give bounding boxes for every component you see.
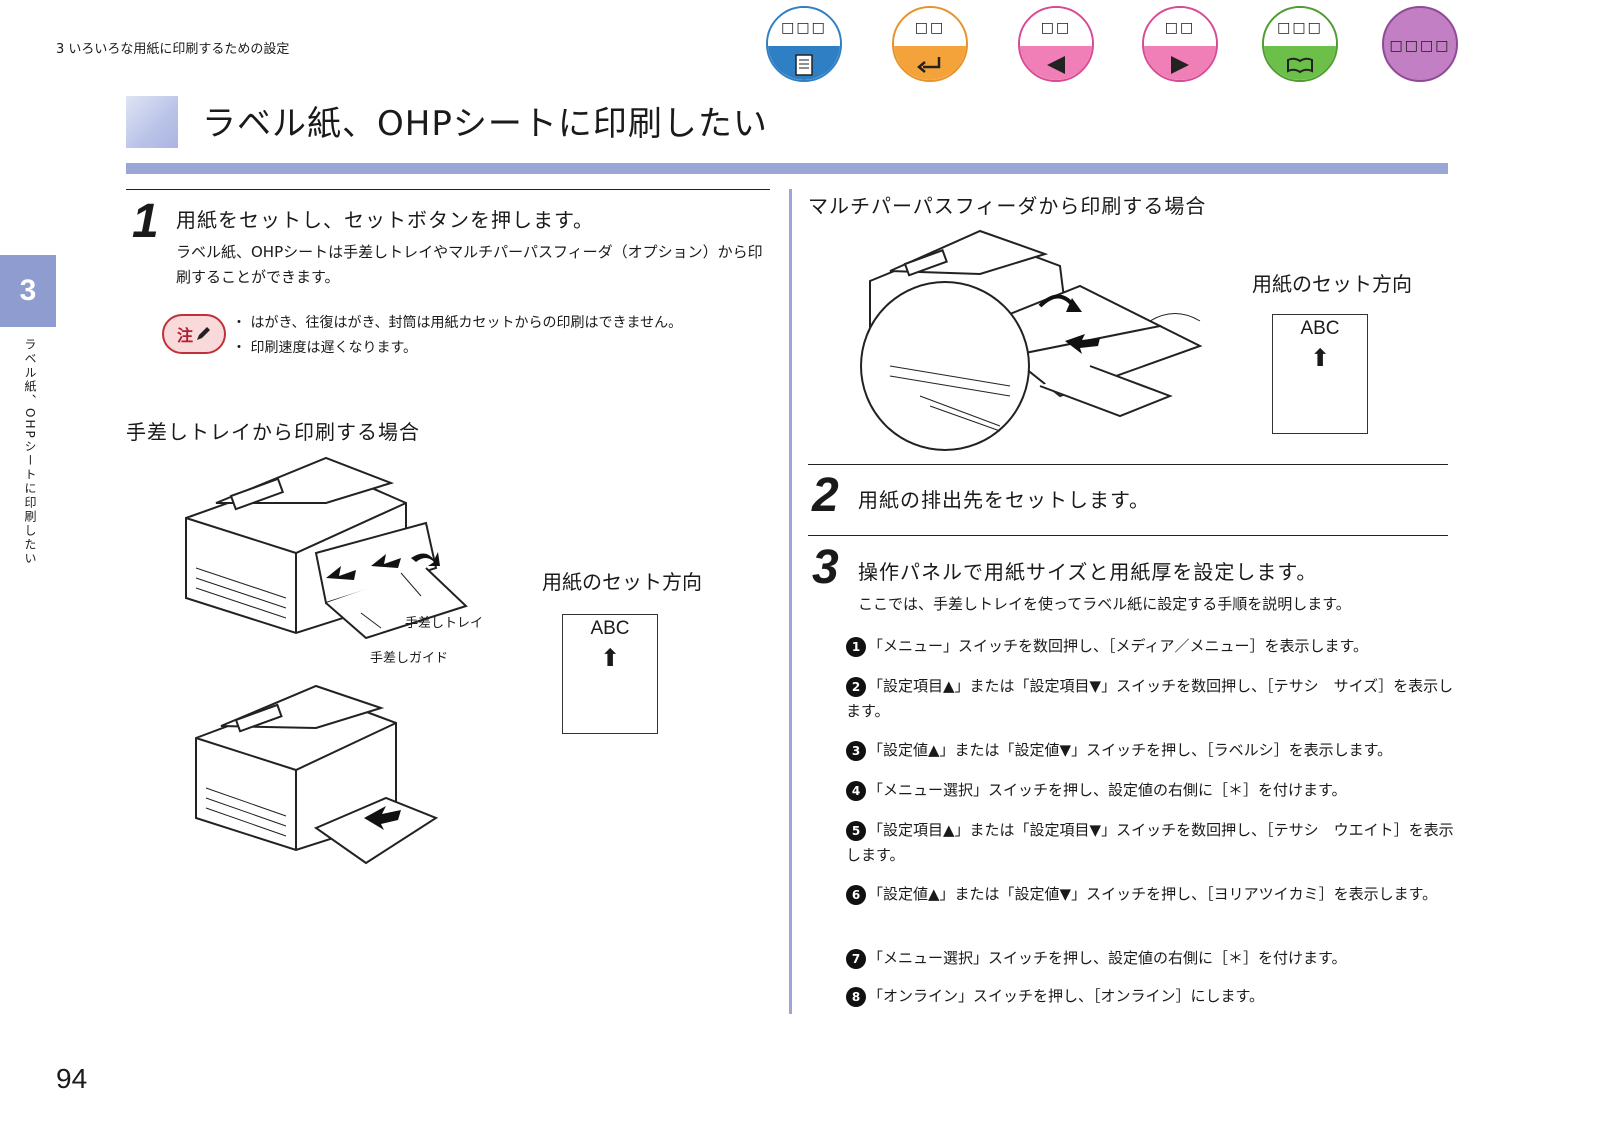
book-icon	[1264, 46, 1336, 80]
step-rule	[808, 535, 1448, 536]
sub-step-number: 1	[846, 637, 866, 657]
paper-orientation-diagram: ABC ⬆	[562, 614, 658, 734]
nav-button-extra[interactable]: □□□□	[1382, 6, 1458, 82]
nav-button-next[interactable]: □□	[1142, 6, 1218, 82]
step-body: ここでは、手差しトレイを使ってラベル紙に設定する手順を説明します。	[858, 595, 1351, 613]
paper-direction-label: 用紙のセット方向	[1252, 272, 1412, 296]
sub-step-number: 4	[846, 781, 866, 801]
page-number: 94	[56, 1063, 88, 1094]
nav-label: □□	[894, 8, 966, 46]
caution-item: ・ 印刷速度は遅くなります。	[232, 340, 418, 356]
nav-label: □□□	[1264, 8, 1336, 46]
nav-label: □□	[1020, 8, 1092, 46]
sub-step-text: 「メニュー選択」スイッチを押し、設定値の右側に［＊］を付けます。	[868, 949, 1347, 967]
side-chapter-title: ラベル紙、OHPシートに印刷したい	[23, 338, 37, 566]
sub-step-text: 「設定項目▲」または「設定項目▼」スイッチを数回押し、［テサシ ウエイト］を表示…	[846, 821, 1454, 864]
triangle-right-icon	[1144, 46, 1216, 80]
step-rule	[126, 189, 770, 190]
triangle-left-icon	[1020, 46, 1092, 80]
column-divider	[789, 189, 792, 1014]
return-arrow-icon	[894, 46, 966, 80]
sub-step-number: 8	[846, 987, 866, 1007]
chapter-tab[interactable]: 3	[0, 255, 56, 327]
page-title: ラベル紙、OHPシートに印刷したい	[202, 104, 768, 144]
step-number: 2	[812, 469, 839, 522]
pencil-icon	[197, 327, 210, 340]
sub-step: 6「設定値▲」または「設定値▼」スイッチを押し、［ヨリアツイカミ］を表示します。	[846, 882, 1456, 907]
step-rule	[808, 464, 1448, 465]
paper-orientation-diagram: ABC ⬆	[1272, 314, 1368, 434]
section-heading-manual-tray: 手差しトレイから印刷する場合	[126, 420, 420, 444]
paper-direction-label: 用紙のセット方向	[542, 570, 702, 594]
nav-label: □□□□	[1389, 38, 1451, 54]
sub-step-text: 「設定値▲」または「設定値▼」スイッチを押し、［ヨリアツイカミ］を表示します。	[868, 885, 1438, 903]
breadcrumb: 3 いろいろな用紙に印刷するための設定	[56, 42, 290, 57]
paper-text: ABC	[590, 618, 630, 639]
sub-step: 4「メニュー選択」スイッチを押し、設定値の右側に［＊］を付けます。	[846, 778, 1456, 803]
label-manual-tray: 手差しトレイ	[405, 616, 484, 631]
paper-text: ABC	[1300, 318, 1340, 339]
section-heading-multi-feeder: マルチパーパスフィーダから印刷する場合	[808, 194, 1207, 218]
label-manual-guide: 手差しガイド	[370, 651, 449, 666]
step-number: 3	[812, 541, 839, 594]
sub-step-text: 「設定値▲」または「設定値▼」スイッチを押し、［ラベルシ］を表示します。	[868, 741, 1393, 759]
caution-item: ・ はがき、往復はがき、封筒は用紙カセットからの印刷はできません。	[232, 315, 683, 331]
sub-step-text: 「設定項目▲」または「設定項目▼」スイッチを数回押し、［テサシ サイズ］を表示し…	[846, 677, 1454, 720]
sub-step-number: 6	[846, 885, 866, 905]
nav-button-index[interactable]: □□□	[1262, 6, 1338, 82]
printer-paper-inserted-illustration	[195, 684, 439, 865]
step-heading: 用紙をセットし、セットボタンを押します。	[176, 208, 594, 232]
sub-step-text: 「オンライン」スイッチを押し、［オンライン］にします。	[868, 987, 1265, 1005]
caution-badge: 注	[162, 314, 226, 354]
sub-step-text: 「メニュー」スイッチを数回押し、［メディア／メニュー］を表示します。	[868, 637, 1368, 655]
arrow-up-icon: ⬆	[599, 644, 621, 672]
step-number: 1	[132, 195, 159, 248]
caution-label: 注	[176, 326, 193, 345]
sub-step-number: 5	[846, 821, 866, 841]
step-heading: 操作パネルで用紙サイズと用紙厚を設定します。	[858, 560, 1318, 584]
nav-button-prev[interactable]: □□	[1018, 6, 1094, 82]
sub-step: 3「設定値▲」または「設定値▼」スイッチを押し、［ラベルシ］を表示します。	[846, 738, 1456, 763]
arrow-up-icon: ⬆	[1309, 344, 1331, 372]
document-icon	[768, 46, 840, 80]
sub-step: 5「設定項目▲」または「設定項目▼」スイッチを数回押し、［テサシ ウエイト］を表…	[846, 818, 1456, 868]
sub-step: 7「メニュー選択」スイッチを押し、設定値の右側に［＊］を付けます。	[846, 946, 1456, 971]
printer-manual-tray-illustration	[185, 456, 468, 640]
sub-step-number: 7	[846, 949, 866, 969]
sub-step-number: 3	[846, 741, 866, 761]
sub-step: 8「オンライン」スイッチを押し、［オンライン］にします。	[846, 984, 1456, 1009]
printer-multi-feeder-illustration	[860, 229, 1203, 451]
nav-label: □□□	[768, 8, 840, 46]
step-heading: 用紙の排出先をセットします。	[858, 488, 1150, 512]
sub-step: 2「設定項目▲」または「設定項目▼」スイッチを数回押し、［テサシ サイズ］を表示…	[846, 674, 1456, 724]
sub-step: 1「メニュー」スイッチを数回押し、［メディア／メニュー］を表示します。	[846, 634, 1456, 659]
title-decoration	[126, 96, 178, 148]
step-body: ラベル紙、OHPシートは手差しトレイやマルチパーパスフィーダ（オプション）から印…	[176, 243, 763, 286]
nav-label: □□	[1144, 8, 1216, 46]
sub-step-text: 「メニュー選択」スイッチを押し、設定値の右側に［＊］を付けます。	[868, 781, 1347, 799]
nav-button-back[interactable]: □□	[892, 6, 968, 82]
title-rule	[126, 163, 1448, 174]
nav-button-contents[interactable]: □□□	[766, 6, 842, 82]
sub-step-number: 2	[846, 677, 866, 697]
